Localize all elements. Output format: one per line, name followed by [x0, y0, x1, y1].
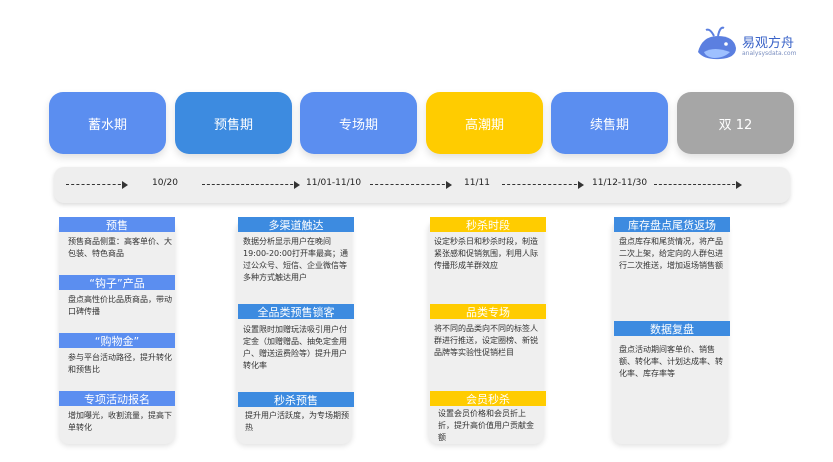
section-text: 盘点高性价比品质商品，带动口碑传播 [68, 295, 172, 316]
phase-box-2: 预售期 [175, 92, 292, 154]
section-title: 库存盘点尾货返场 [614, 217, 730, 232]
logo-url: analysysdata.com [742, 50, 797, 57]
timeline-bar: 10/20 11/01-11/10 11/11 11/12-11/30 [54, 167, 790, 203]
timeline-arrow [202, 181, 300, 189]
phase-box-1: 蓄水期 [49, 92, 166, 154]
timeline-arrow [66, 181, 128, 189]
logo-name: 易观方舟 [742, 36, 795, 51]
timeline-date-2: 11/01-11/10 [306, 178, 362, 188]
section-title: 多渠道触达 [238, 217, 354, 232]
section-text: 盘点库存和尾货情况，将产品二次上架，给定向的人群包进行二次推送，增加返场销售额 [619, 237, 723, 270]
section-text: 参与平台活动路径，提升转化和预售比 [68, 353, 172, 374]
brand-logo: 易观方舟 analysysdata.com [694, 22, 814, 62]
section-text: 盘点活动期间客单价、销售额、转化率、计划达成率、转化率、库存率等 [619, 345, 723, 378]
section-title: 会员秒杀 [430, 391, 546, 406]
phase-box-3: 专场期 [300, 92, 417, 154]
section-text: 将不同的品类向不同的标签人群进行推送，设定圈榜、新锐品牌等实验性促销栏目 [434, 324, 538, 357]
section-title: 品类专场 [430, 304, 546, 319]
section-title: 专项活动报名 [59, 391, 175, 406]
timeline-arrow [502, 181, 584, 189]
section-text: 设定秒杀日和秒杀时段，制造紧张感和促销氛围，利用人际传播形成羊群效应 [434, 237, 538, 270]
timeline-arrow [370, 181, 452, 189]
phase-box-4: 高潮期 [426, 92, 543, 154]
timeline-arrow [654, 181, 742, 189]
column-climax [428, 220, 544, 444]
section-title: 预售 [59, 217, 175, 232]
section-text: 增加曝光，收割流量，提高下单转化 [68, 411, 172, 432]
section-text: 数据分析显示用户在晚间19:00-20:00打开率最高；通过公众号、短信、企业微… [243, 237, 348, 282]
timeline-date-1: 10/20 [152, 178, 178, 188]
whale-logo-icon [698, 26, 736, 60]
section-title: 秒杀时段 [430, 217, 546, 232]
section-title: 秒杀预售 [238, 392, 354, 407]
column-prewarm [59, 220, 175, 444]
phase-box-5: 续售期 [551, 92, 668, 154]
section-text: 设置限时加赠玩法吸引用户付定金（加赠赠品、抽免定金用户、赠送运费险等）提升用户转… [243, 325, 347, 370]
section-text: 设置会员价格和会员折上折，提升高价值用户贡献金额 [438, 409, 534, 442]
section-title: 数据复盘 [614, 321, 730, 336]
phase-box-6: 双 12 [677, 92, 794, 154]
section-title: “购物金” [59, 333, 175, 348]
timeline-date-4: 11/12-11/30 [592, 178, 648, 188]
section-text: 提升用户活跃度，为专场期预热 [245, 411, 349, 432]
timeline-date-3: 11/11 [464, 178, 490, 188]
section-text: 预售商品侧重：高客单价、大包装、特色商品 [68, 237, 172, 258]
section-title: “钩子”产品 [59, 275, 175, 290]
section-title: 全品类预售锁客 [238, 304, 354, 319]
